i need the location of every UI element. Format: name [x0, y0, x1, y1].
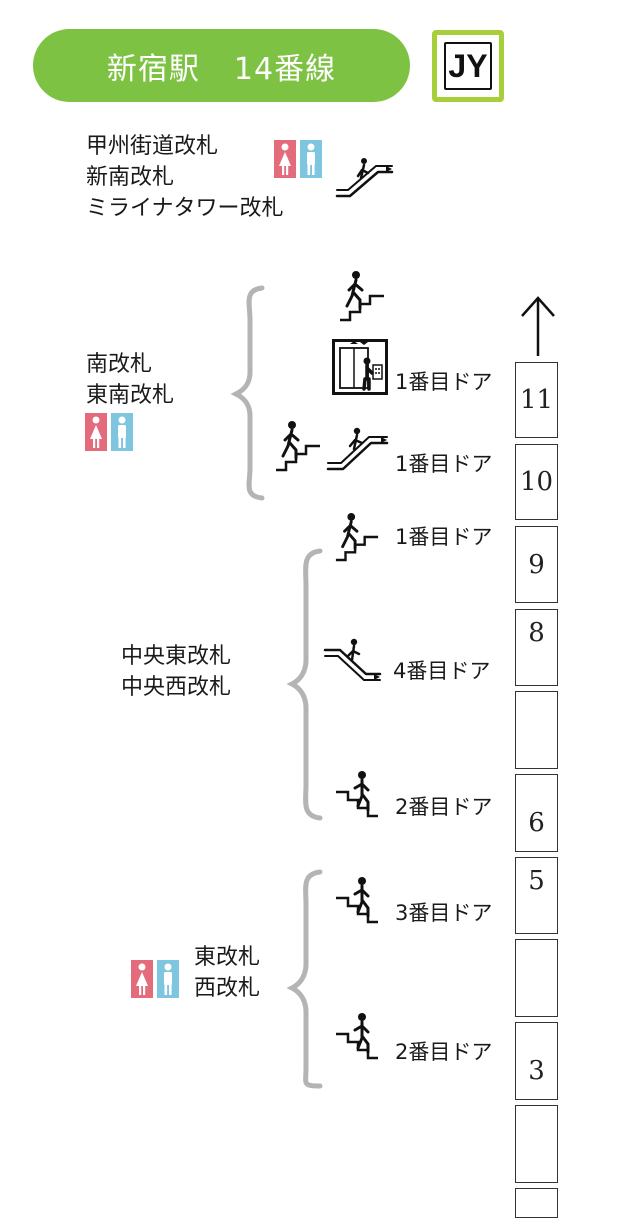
train-car-8: 8: [515, 609, 558, 686]
escalator-icon: [335, 158, 394, 198]
stairs-up-icon: [276, 421, 320, 472]
bracket: [286, 548, 323, 821]
train-car-6: 6: [515, 774, 558, 852]
up-arrow-icon: [521, 296, 555, 356]
door-label: 1番目ドア: [395, 452, 493, 476]
door-label: 2番目ドア: [395, 795, 493, 819]
train-car-11: 11: [515, 362, 558, 438]
door-label: 1番目ドア: [395, 370, 493, 394]
escalator-icon: [323, 638, 382, 681]
gate-label: 西改札: [194, 976, 261, 1001]
gate-label: 東南改札: [86, 383, 175, 408]
train-car-7: [515, 691, 558, 769]
gate-label: 中央西改札: [121, 675, 232, 700]
line-badge: JY: [432, 30, 504, 102]
restroom-icon: [85, 413, 133, 451]
platform-number: 14番線: [233, 51, 337, 87]
train-car-4: [515, 939, 558, 1017]
bracket: [230, 285, 265, 501]
train-car-1: [515, 1188, 558, 1218]
gate-group-2: 南改札 東南改札: [86, 349, 174, 411]
gate-label: 南改札: [86, 352, 153, 377]
gate-label: 甲州街道改札: [86, 134, 219, 159]
station-name: 新宿駅: [106, 51, 200, 87]
restroom-icon: [131, 960, 179, 998]
door-label: 4番目ドア: [393, 659, 491, 683]
gate-label: ミライナタワー改札: [86, 196, 284, 221]
train-car-5: 5: [515, 857, 558, 934]
stairs-down-icon: [336, 771, 378, 818]
door-label: 1番目ドア: [395, 525, 493, 549]
station-header: 新宿駅 14番線: [33, 29, 410, 102]
stairs-down-icon: [336, 877, 378, 924]
stairs-up-icon: [335, 513, 379, 562]
gate-group-3: 中央東改札 中央西改札: [121, 641, 231, 703]
gate-group-4: 東改札 西改札: [194, 942, 260, 1004]
train-car-3: 3: [515, 1022, 558, 1100]
stairs-up-icon: [340, 271, 384, 322]
door-label: 2番目ドア: [395, 1040, 493, 1064]
gate-group-1: 甲州街道改札 新南改札 ミライナタワー改札: [86, 131, 284, 224]
gate-label: 中央東改札: [121, 644, 232, 669]
train-car-9: 9: [515, 526, 558, 603]
line-code: JY: [444, 42, 492, 90]
train-car-10: 10: [515, 444, 558, 520]
train-car-2: [515, 1105, 558, 1183]
escalator-icon: [326, 427, 389, 471]
gate-label: 東改札: [194, 945, 261, 970]
door-label: 3番目ドア: [395, 901, 493, 925]
elevator-icon: [332, 339, 388, 395]
restroom-icon: [274, 140, 322, 178]
bracket: [286, 869, 323, 1089]
stairs-down-icon: [336, 1013, 378, 1060]
gate-label: 新南改札: [86, 165, 175, 190]
